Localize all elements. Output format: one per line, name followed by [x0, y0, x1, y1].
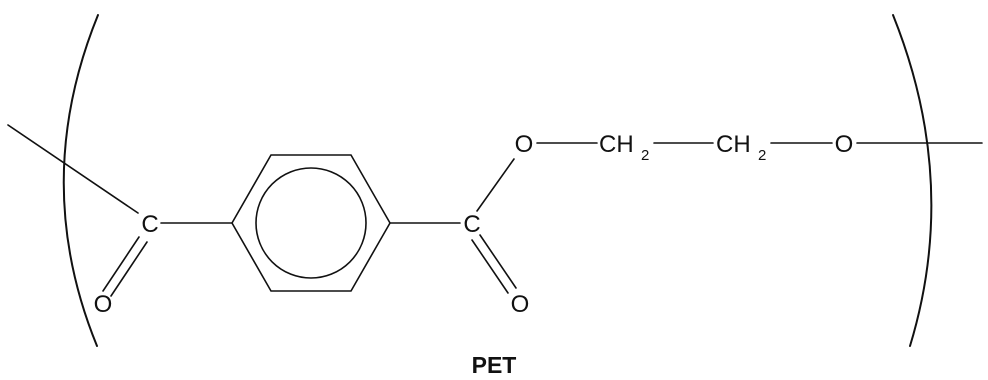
ester-bond	[476, 158, 515, 212]
methylene-2-subscript: 2	[758, 147, 766, 164]
left-bracket	[62, 14, 99, 347]
ether-oxygen: O	[835, 131, 854, 158]
left-carbonyl-bond-a	[102, 236, 140, 292]
right-carbonyl-oxygen: O	[511, 291, 530, 318]
aromatic-circle	[255, 167, 367, 279]
ester-oxygen: O	[515, 131, 534, 158]
right-bracket	[892, 14, 933, 347]
right-carbonyl-carbon: C	[463, 211, 480, 238]
methylene-2: CH	[716, 131, 751, 158]
methylene-1: CH	[599, 131, 634, 158]
left-carbonyl-bond-b	[110, 241, 148, 297]
left-chain-bond	[7, 124, 139, 214]
right-carbonyl-bond-b	[479, 234, 517, 289]
methylene-1-subscript: 2	[641, 147, 649, 164]
left-carbonyl-oxygen: O	[94, 291, 113, 318]
left-carbonyl-carbon: C	[141, 211, 158, 238]
diagram-caption: PET	[471, 352, 517, 378]
right-carbonyl-bond-a	[471, 239, 509, 294]
